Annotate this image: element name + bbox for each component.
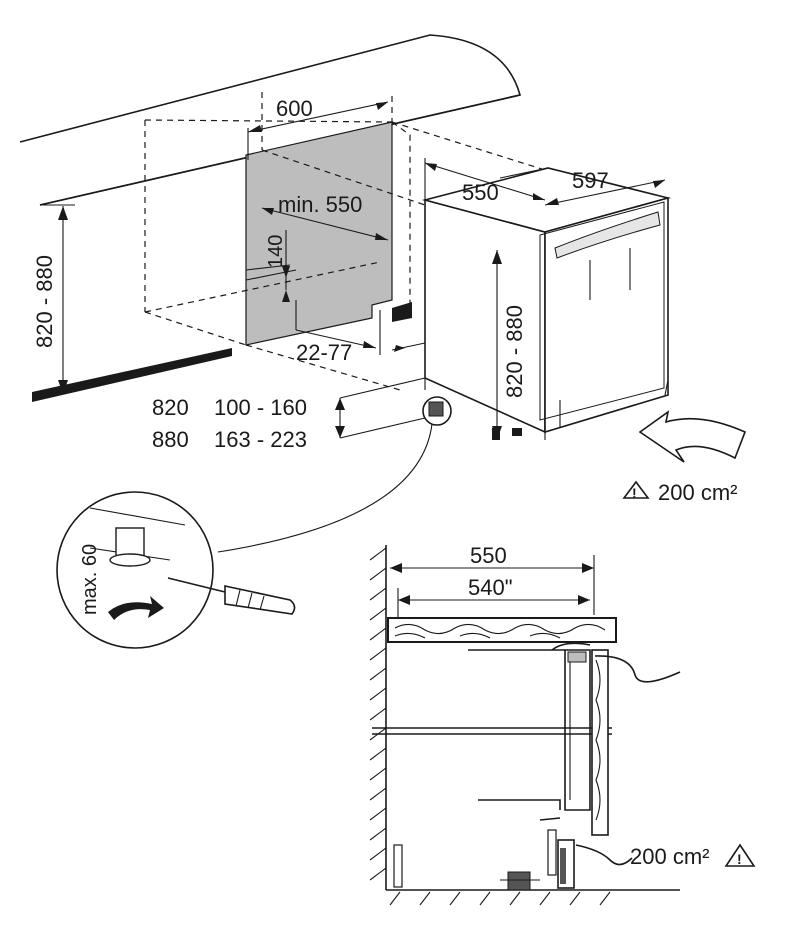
control-panel xyxy=(554,211,661,259)
dim-section-outer-label: 550 xyxy=(470,543,507,568)
dim-gap-label: 22-77 xyxy=(296,340,352,365)
screwdriver-icon xyxy=(167,577,296,615)
section-worktop xyxy=(387,617,617,643)
ventilation-inflow-arrow xyxy=(638,410,747,463)
section-foot xyxy=(500,871,540,891)
foot-row-1-height: 820 xyxy=(152,395,189,420)
foot-row-2-range: 163 - 223 xyxy=(214,427,307,452)
dim-section-inner-label: 540" xyxy=(468,575,513,600)
dim-section-outer: 550 xyxy=(390,543,595,615)
dim-niche-width: 600 xyxy=(247,96,389,160)
svg-text:!: ! xyxy=(737,851,742,867)
foot-row-1-range: 100 - 160 xyxy=(214,395,307,420)
dim-appliance-width: 597 xyxy=(499,167,666,206)
foot-row-2-height: 880 xyxy=(152,427,189,452)
dim-gap: 22-77 xyxy=(295,329,377,365)
section-view xyxy=(369,545,681,906)
dim-niche-width-label: 600 xyxy=(276,96,313,121)
foot-height-table: 820 100 - 160 880 163 - 223 xyxy=(152,377,426,452)
ventilation-bottom-label: 200 cm² xyxy=(630,844,709,869)
wall-hatch xyxy=(369,547,387,881)
niche xyxy=(144,92,546,391)
dim-appliance-depth: 550 xyxy=(424,158,546,205)
warning-icon xyxy=(622,480,650,499)
dim-niche-depth-label: min. 550 xyxy=(278,192,362,217)
foot-adjust-label: max. 60 xyxy=(79,544,101,615)
foot-detail: max. 60 xyxy=(56,491,296,649)
foot-callout xyxy=(217,396,452,553)
warning-icon-bottom xyxy=(724,843,756,867)
dim-opening-height: 140 xyxy=(265,230,290,302)
svg-text:!: ! xyxy=(632,485,637,501)
dim-niche-height: 820 - 880 xyxy=(32,204,75,394)
ventilation-top-label: 200 cm² xyxy=(658,480,737,505)
rotate-arrow-icon xyxy=(108,596,164,620)
appliance xyxy=(421,167,672,440)
dim-appliance-width-label: 597 xyxy=(572,168,609,193)
niche-back-wall xyxy=(245,121,393,346)
dim-appliance-depth-label: 550 xyxy=(462,180,499,205)
ventilation-top: ! 200 cm² xyxy=(622,480,737,505)
ventilation-bottom: 200 cm² ! xyxy=(630,843,756,869)
dim-section-inner: 540" xyxy=(397,575,590,618)
dim-appliance-height-label: 820 - 880 xyxy=(502,305,527,398)
plinth-strip xyxy=(32,302,412,402)
dim-opening-height-label: 140 xyxy=(265,235,287,268)
dim-niche-depth: min. 550 xyxy=(261,192,389,241)
appliance-door xyxy=(544,196,669,434)
dim-appliance-height: 820 - 880 xyxy=(492,250,527,440)
dim-niche-height-label: 820 - 880 xyxy=(32,255,57,348)
